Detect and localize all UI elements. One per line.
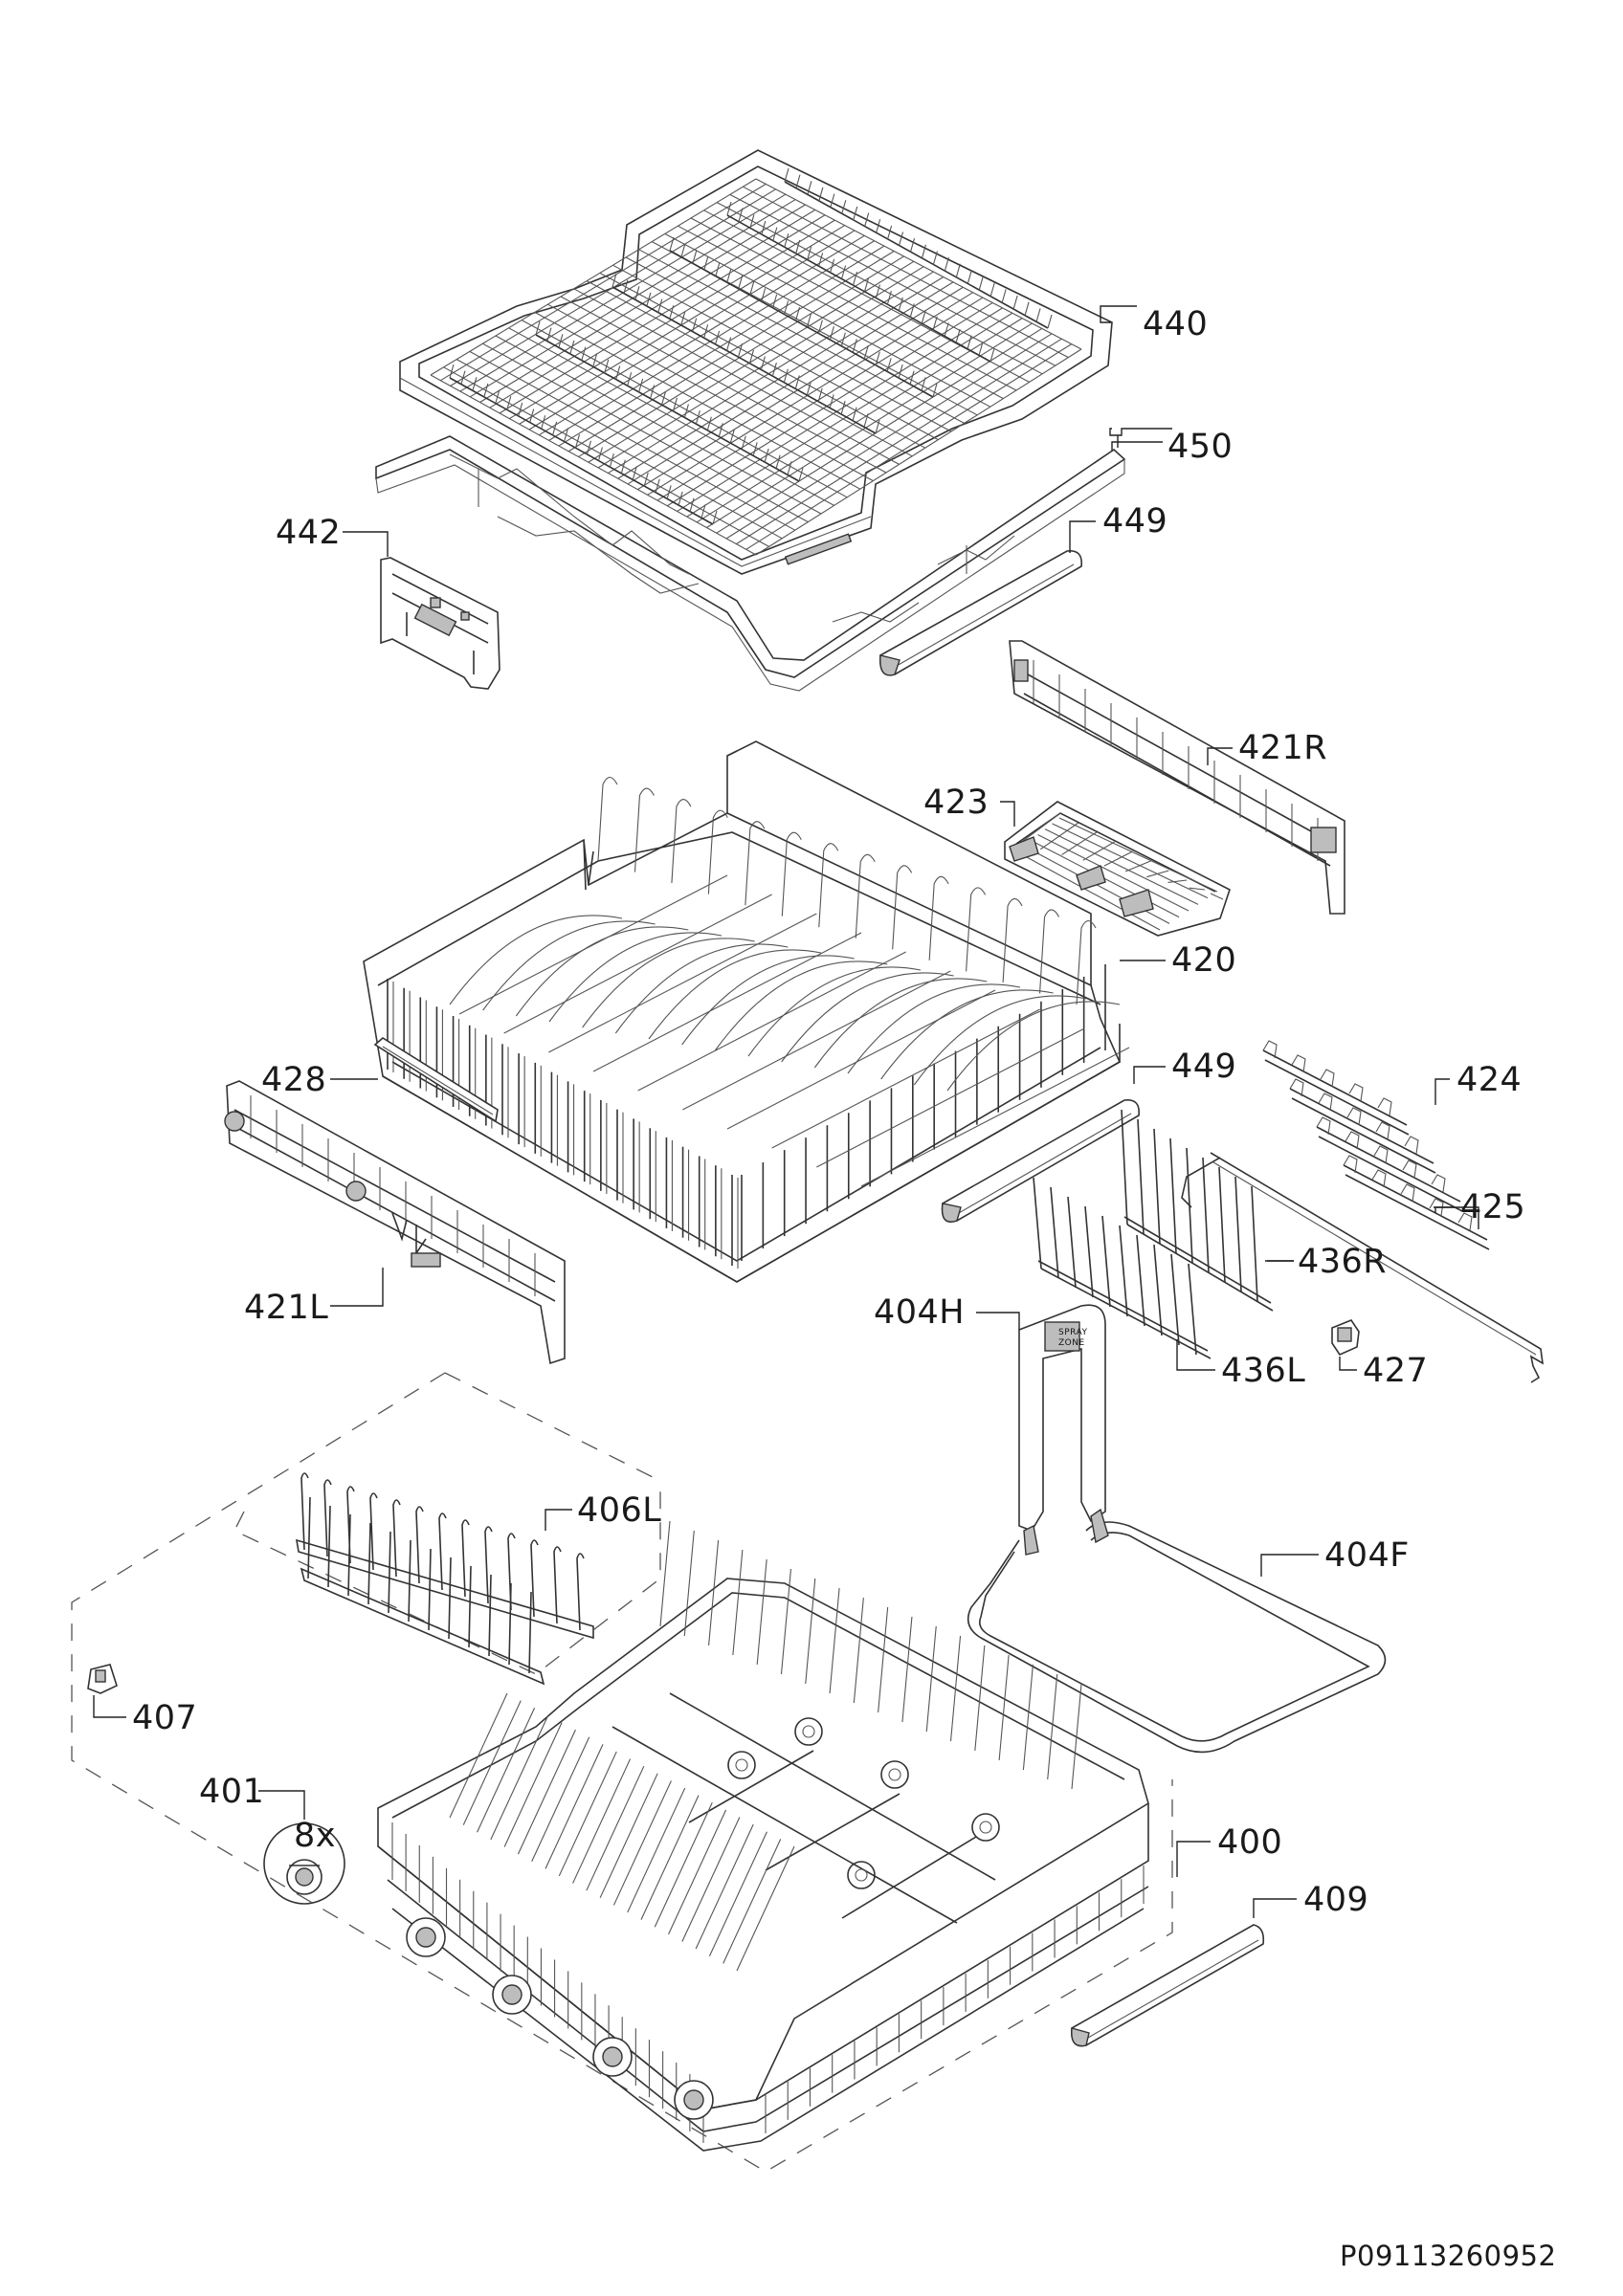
tine-rack-436R [1121,1109,1274,1312]
label-440: 440 [1143,305,1208,343]
plate-rack-406L [296,1472,594,1686]
spray-zone-text-1: SPRAY [1058,1328,1087,1337]
handle-449-lower [941,1099,1141,1223]
label-400: 400 [1217,1823,1282,1862]
handle-frame-404F [967,1508,1387,1754]
bracket-442 [380,557,500,690]
lower-basket-400 [377,1520,1149,2152]
part-labels: 440 450 442 449 421R 423 420 428 449 424… [132,305,1556,2272]
label-428: 428 [261,1061,326,1099]
label-420: 420 [1171,941,1236,980]
label-401: 401 [199,1773,264,1811]
label-449-lower: 449 [1171,1048,1236,1086]
label-404H: 404H [874,1293,965,1332]
label-450: 450 [1167,428,1233,466]
label-449-upper: 449 [1102,502,1167,541]
label-423: 423 [923,784,989,822]
label-421L: 421L [244,1289,328,1327]
label-427: 427 [1363,1352,1428,1390]
wheel-401-inset [263,1822,345,1905]
handle-frame-404H: SPRAY ZONE [1018,1304,1106,1532]
label-436L: 436L [1221,1352,1305,1390]
insert-423 [1004,801,1231,937]
spray-zone-text-2: ZONE [1058,1338,1085,1348]
tine-rack-436L [1033,1177,1212,1359]
label-409: 409 [1303,1881,1368,1919]
label-407: 407 [132,1699,197,1737]
label-436R: 436R [1298,1243,1387,1281]
lower-basket-group-outline [71,1372,1173,2173]
side-rail-421R [1009,640,1345,915]
cutlery-tray-440 [399,149,1113,575]
wire-frame-450 [375,435,1126,692]
side-rail-421L [224,1080,566,1365]
clip-407 [87,1664,118,1694]
label-404F: 404F [1324,1536,1410,1575]
label-406L: 406L [577,1491,661,1530]
label-424: 424 [1456,1061,1522,1099]
handle-409 [1070,1924,1265,2047]
label-442: 442 [276,514,341,552]
label-425: 425 [1460,1188,1525,1226]
handle-449-upper [878,550,1083,676]
clip-427 [1331,1319,1360,1357]
upper-basket-420 [363,740,1130,1283]
rail-428 [373,1037,499,1123]
leader-lines [93,305,1479,1918]
label-421R: 421R [1238,729,1327,767]
label-401-quantity: 8x [294,1817,336,1855]
clips-424 [1262,1040,1490,1250]
document-number: P09113260952 [1340,2240,1556,2272]
